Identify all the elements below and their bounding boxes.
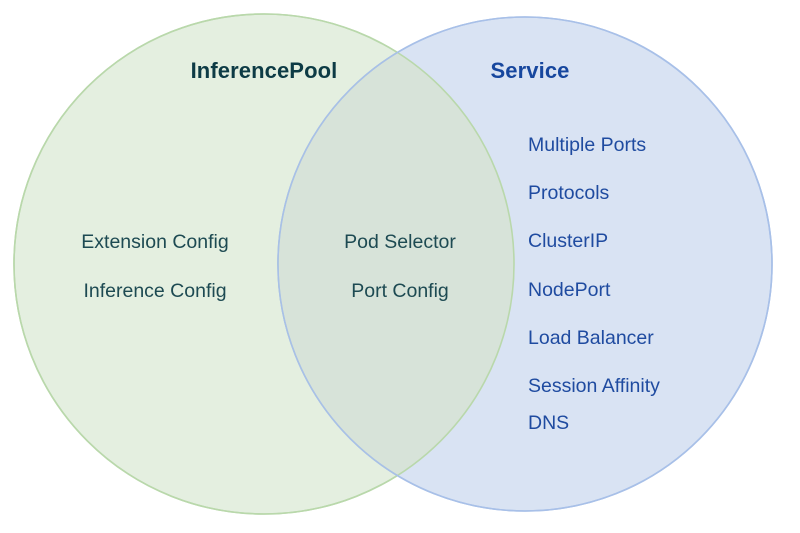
- right-item-protocols: Protocols: [528, 182, 610, 204]
- intersection-item-pod-selector: Pod Selector: [344, 231, 456, 253]
- right-item-session-affinity: Session Affinity: [528, 375, 660, 397]
- right-set-title: Service: [490, 58, 570, 83]
- right-circle-outline: [277, 16, 773, 512]
- intersection-item-port-config: Port Config: [351, 280, 449, 302]
- left-set-title: InferencePool: [190, 58, 338, 83]
- left-item-inference-config: Inference Config: [83, 280, 227, 302]
- right-item-dns: DNS: [528, 412, 570, 434]
- right-item-load-balancer: Load Balancer: [528, 327, 654, 349]
- right-item-multiple-ports: Multiple Ports: [528, 134, 647, 156]
- right-item-nodeport: NodePort: [528, 279, 611, 301]
- right-item-clusterip: ClusterIP: [528, 230, 609, 252]
- left-item-extension-config: Extension Config: [81, 231, 229, 253]
- left-circle-outline: [13, 13, 515, 515]
